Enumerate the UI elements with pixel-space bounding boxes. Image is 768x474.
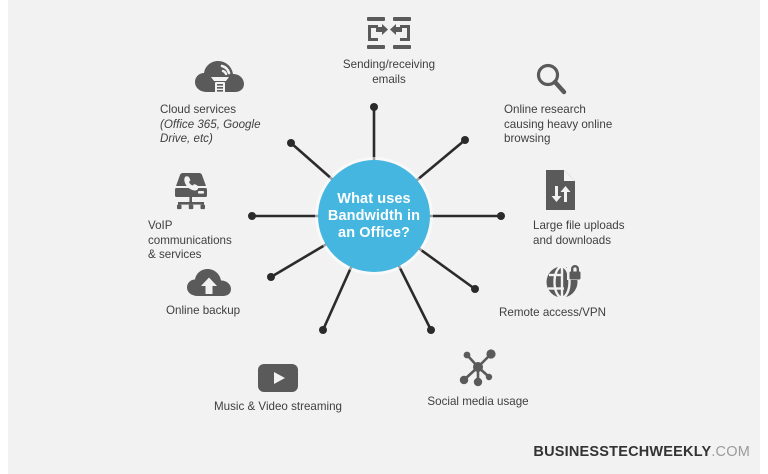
node-label: Social media usage — [427, 395, 529, 408]
node-sublabel: (Office 365, Google Drive, etc) — [160, 117, 261, 146]
node-large-file-transfers[interactable]: Large file uploads and downloads — [533, 168, 683, 248]
node-online-backup[interactable]: Online backup — [166, 268, 306, 319]
node-remote-access-vpn[interactable]: Remote access/VPN — [499, 262, 659, 321]
file-transfer-icon — [543, 168, 683, 212]
cloud-services-icon — [194, 58, 320, 96]
network-nodes-icon — [408, 348, 548, 388]
play-button-icon — [200, 364, 356, 392]
node-social-media-usage[interactable]: Social media usage — [408, 348, 548, 410]
globe-lock-icon — [545, 262, 659, 300]
magnifier-icon — [534, 62, 664, 96]
brand-watermark: BUSINESSTECHWEEKLY.COM — [533, 444, 750, 460]
node-label: Sending/receiving emails — [342, 58, 436, 86]
node-music-video-streaming[interactable]: Music & Video streaming — [200, 364, 356, 415]
hub-circle: What uses Bandwidth in an Office? — [318, 160, 430, 272]
node-label: Large file uploads and downloads — [533, 219, 625, 247]
node-cloud-services[interactable]: Cloud services (Office 365, Google Drive… — [160, 58, 320, 147]
brand-secondary: .COM — [711, 444, 750, 460]
node-sending-receiving-emails[interactable]: Sending/receiving emails — [314, 16, 464, 87]
node-label: Online research causing heavy online bro… — [504, 103, 613, 146]
node-voip-communications[interactable]: VoIP communications & services — [148, 170, 288, 263]
node-label: Remote access/VPN — [499, 306, 606, 319]
cloud-upload-icon — [186, 268, 306, 298]
node-label: VoIP communications & services — [148, 219, 232, 262]
email-exchange-icon — [314, 16, 464, 50]
node-label: Online backup — [166, 304, 241, 317]
node-label: Cloud services — [160, 103, 237, 116]
node-label: Music & Video streaming — [213, 400, 343, 413]
brand-primary: BUSINESSTECHWEEKLY — [533, 444, 712, 460]
voip-server-icon — [170, 170, 288, 212]
node-online-research[interactable]: Online research causing heavy online bro… — [504, 62, 664, 147]
hub-label: What uses Bandwidth in an Office? — [327, 190, 421, 241]
